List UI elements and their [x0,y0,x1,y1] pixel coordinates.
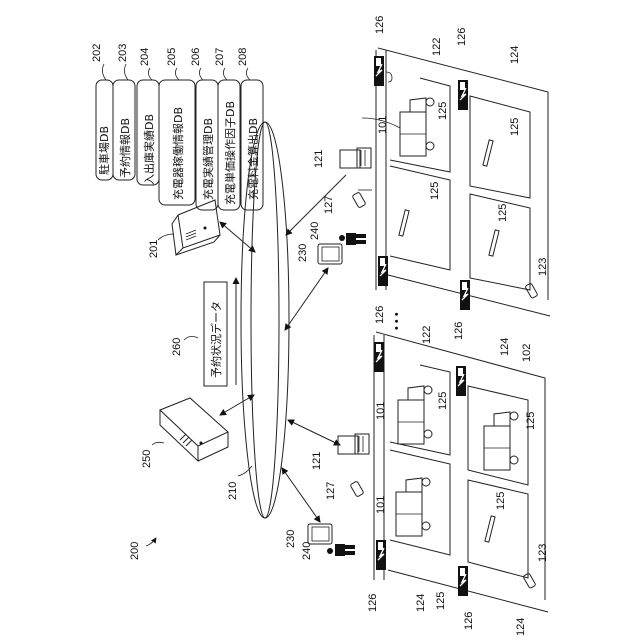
system-ref-label: 200 [129,542,141,560]
parking-lot-bottom: 121 127 230 240 126 126 [285,306,549,636]
area-ref: 124 [515,618,527,636]
space-ref: 125 [429,182,441,200]
space-ref: 125 [435,592,447,610]
db-ref: 205 [166,48,178,66]
sensor-ref: 123 [537,258,549,276]
space-ref: 125 [509,118,521,136]
charger-icon: 126 [458,566,475,630]
database-204: 入出庫実績DB 204 [137,48,159,185]
parking-lot-top: 121 127 230 240 126 [297,16,550,316]
db-label: 駐車場DB [97,126,111,175]
camera-icon: 127 [325,481,364,500]
ellipsis: • • • [391,312,403,330]
charger-ref: 126 [367,594,379,612]
connections [220,175,346,522]
db-label: 入出庫実績DB [142,114,156,185]
vehicle-ref: 101 [375,402,387,420]
sensor-ref: 123 [537,544,549,562]
user-ref: 240 [309,222,321,240]
database-206: 充電実績管理DB 206 [190,48,218,210]
db-ref: 203 [117,44,129,62]
gate-terminal-ref: 121 [311,452,323,470]
db-ref: 202 [91,44,103,62]
db-ref: 208 [237,48,249,66]
reservation-status-ref: 260 [171,338,183,356]
charger-ref: 126 [374,16,386,34]
area-ref: 122 [421,326,433,344]
area-ref: 124 [499,338,511,356]
charger-ref: 126 [374,306,386,324]
space-ref: 125 [437,102,449,120]
sensor-icon [525,283,538,299]
smartphone-icon: 230 [297,244,342,264]
area-ref: 122 [431,38,443,56]
vehicle-icon: 101 [362,98,434,156]
db-ref: 207 [214,48,226,66]
charger-icon [460,280,470,310]
space-ref: 125 [525,412,537,430]
database-205: 充電器稼働情報DB 205 [159,48,195,205]
camera-icon: 127 [323,190,372,214]
db-label: 充電実績管理DB [201,118,215,200]
db-label: 充電単価操作因子DB [223,101,237,205]
area-ref: 124 [415,594,427,612]
lot-ref: 102 [521,344,533,362]
vehicle-icon: 101 [375,478,430,536]
charger-icon: 126 [367,540,386,612]
reservation-status-label: 予約状況データ [209,301,223,378]
user-terminal-ref: 230 [285,530,297,548]
vehicle-ref: 101 [377,116,389,134]
user-ref: 240 [301,542,313,560]
gate-terminal-icon: 121 [311,434,369,470]
management-server: 201 [148,200,220,258]
network-ref: 210 [227,482,239,500]
gate-terminal-icon: 121 [313,148,371,168]
charger-ref: 126 [453,322,465,340]
charger-icon: 126 [453,322,466,396]
server-ref: 201 [148,240,160,258]
person-icon: 240 [309,222,366,245]
area-ref: 124 [509,46,521,64]
space-ref: 125 [497,204,509,222]
db-ref: 204 [139,48,151,66]
server-ref: 250 [141,450,153,468]
user-terminal-ref: 230 [297,244,309,262]
gate-terminal-ref: 121 [313,150,325,168]
charger-icon [378,256,388,286]
database-stack: 駐車場DB 202 予約情報DB 203 入出庫実績DB 204 充電器稼働情報… [91,44,263,210]
reservation-status-data: 予約状況データ 260 [171,278,236,386]
vehicle-ref: 101 [375,496,387,514]
charger-ref: 126 [463,612,475,630]
database-207: 充電単価操作因子DB 207 [214,48,240,210]
database-203: 予約情報DB 203 [113,44,135,180]
system-ref: 200 [129,538,156,560]
db-ref: 206 [190,48,202,66]
db-label: 充電器稼働情報DB [171,107,185,200]
vehicle-icon [484,412,518,470]
space-ref: 125 [495,492,507,510]
db-label: 予約情報DB [118,118,132,178]
database-202: 駐車場DB 202 [91,44,113,180]
external-server: 250 [141,398,228,468]
sensor-icon [523,573,536,589]
camera-ref: 127 [323,196,335,214]
charger-ref: 126 [456,28,468,46]
space-ref: 125 [437,392,449,410]
camera-ref: 127 [325,482,337,500]
